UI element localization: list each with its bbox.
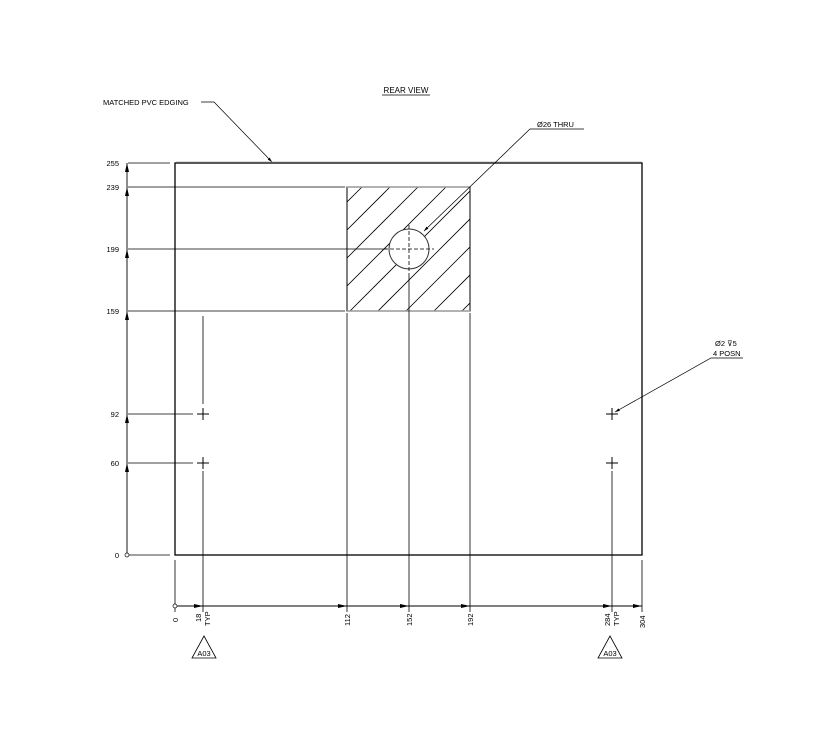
section-marker-right: A03 — [597, 635, 623, 659]
edging-leader — [201, 101, 273, 163]
vdim-239: 239 — [106, 183, 119, 192]
vdim-92: 92 — [111, 410, 119, 419]
view-title: REAR VIEW — [384, 86, 429, 95]
hdim-0: 0 — [171, 618, 180, 622]
small-hole-cross-icon — [197, 408, 209, 420]
horizontal-dim-arrows — [194, 604, 642, 608]
small-holes-leader — [614, 357, 743, 413]
vdim-199: 199 — [106, 245, 119, 254]
vdim-0: 0 — [115, 551, 119, 560]
svg-text:A03: A03 — [197, 649, 210, 658]
through-hole-label: Ø26 THRU — [537, 120, 574, 129]
triangle-marker-icon — [191, 635, 217, 659]
hdim-192: 192 — [466, 613, 475, 626]
horizontal-extension-lines — [174, 273, 643, 612]
section-marker-left: A03 — [191, 635, 217, 659]
hdim-304: 304 — [638, 615, 647, 628]
triangle-marker-icon — [597, 635, 623, 659]
hdim-18: 18 — [194, 614, 203, 622]
small-holes-label-2: 4 POSN — [713, 349, 741, 358]
svg-text:A03: A03 — [603, 649, 616, 658]
small-holes — [197, 408, 618, 469]
vdim-60: 60 — [111, 459, 119, 468]
vertical-dim-arrows — [125, 163, 129, 472]
hdim-284: 284 — [603, 613, 612, 626]
small-holes-label-1: Ø2 ⊽5 — [715, 339, 737, 348]
small-hole-cross-icon — [197, 457, 209, 469]
vertical-extension-lines — [128, 162, 387, 556]
edging-label: MATCHED PVC EDGING — [103, 98, 189, 107]
hdim-152: 152 — [405, 613, 414, 626]
vdim-159: 159 — [106, 307, 119, 316]
panel-outline — [174, 162, 643, 556]
small-hole-cross-icon — [606, 457, 618, 469]
hdim-284-typ: TYP — [612, 611, 621, 626]
small-hole-cross-icon — [606, 408, 618, 420]
hdim-112: 112 — [343, 614, 352, 626]
hdim-18-typ: TYP — [203, 611, 212, 626]
through-hole-leader — [423, 128, 584, 232]
vdim-255: 255 — [106, 159, 119, 168]
